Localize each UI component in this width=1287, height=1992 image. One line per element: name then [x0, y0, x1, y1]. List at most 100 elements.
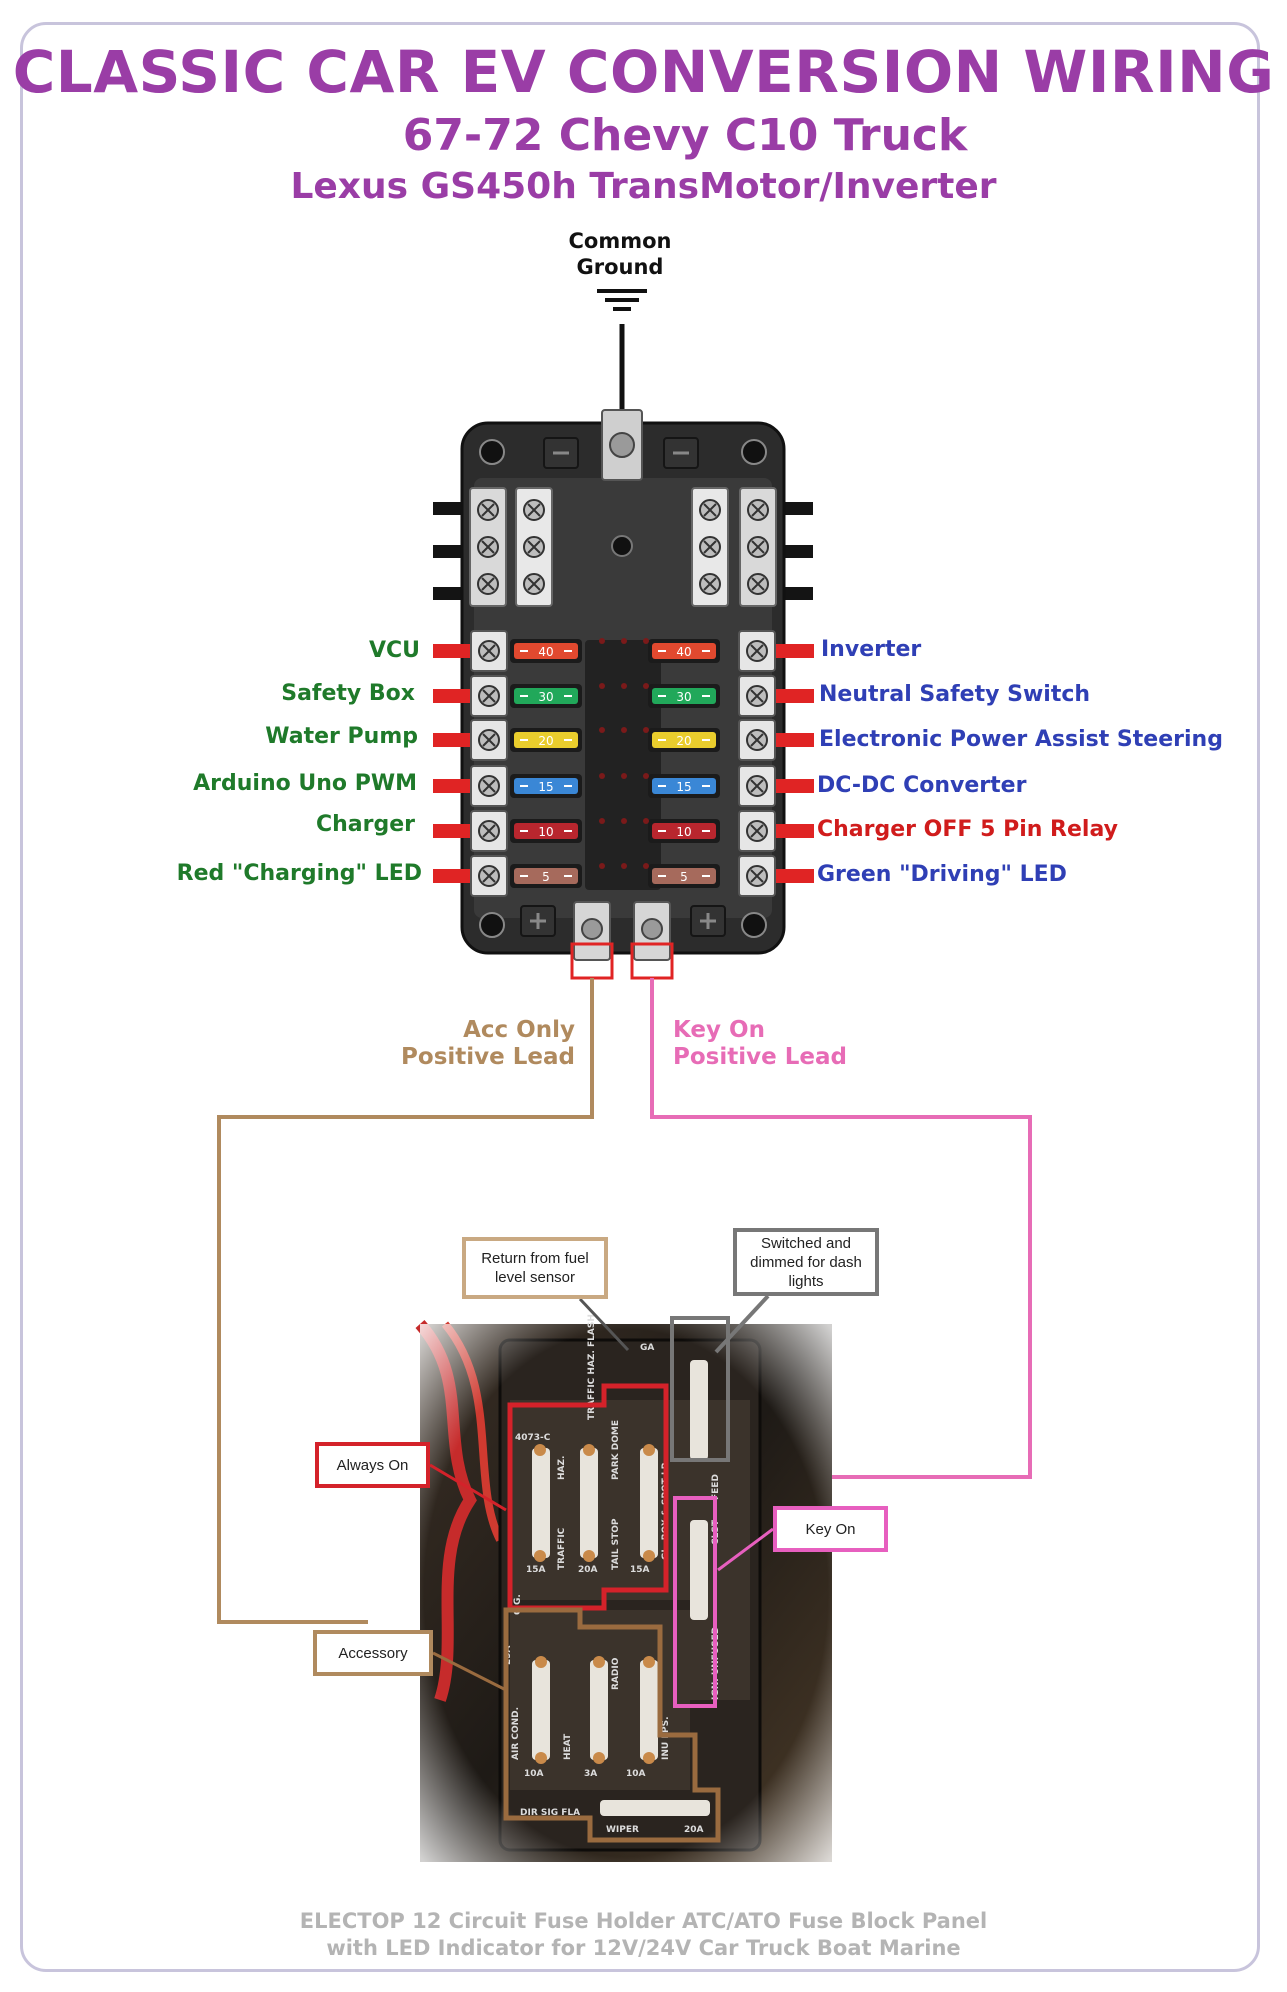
common-ground-label: Common Ground	[540, 228, 700, 280]
led-indicator	[643, 727, 649, 733]
left-label-vcu: VCU	[368, 638, 420, 663]
left-fuse-10: 10	[510, 819, 582, 843]
left-terminal-screw-1	[478, 685, 500, 707]
left-fuse-label: 10	[538, 825, 553, 839]
right-fuse-10: 10	[648, 819, 720, 843]
footer-line-2: with LED Indicator for 12V/24V Car Truck…	[326, 1936, 961, 1960]
right-label-neutral-safety: Neutral Safety Switch	[819, 682, 1091, 707]
photo-label-traffic: TRAFFIC	[557, 1527, 567, 1570]
left-label-water-pump: Water Pump	[265, 724, 418, 749]
right-label-inverter: Inverter	[821, 637, 922, 662]
right-fuse-label: 5	[680, 870, 688, 884]
photo-label-heat: HEAT	[563, 1733, 573, 1760]
led-indicator	[643, 773, 649, 779]
photo-label-4073c: 4073-C	[515, 1433, 551, 1443]
photo-label-15a-2: 15A	[630, 1565, 650, 1575]
left-fuse-40: 40	[510, 639, 582, 663]
page-frame	[20, 22, 1260, 1972]
right-fuse-label: 15	[676, 780, 691, 794]
left-label-charger: Charger	[315, 812, 415, 837]
ground-label-line-2: Ground	[576, 255, 664, 279]
led-indicator	[621, 638, 627, 644]
bus-screw-right-inner-1	[699, 536, 721, 558]
left-fuse-30: 30	[510, 684, 582, 708]
photo-label-cig: CIG.	[513, 1594, 523, 1615]
photo-label-inu-lps: INU LPS.	[661, 1716, 671, 1760]
acc-wire	[217, 978, 594, 1624]
left-terminal-screw-0	[478, 640, 500, 662]
right-terminal-screw-3	[746, 775, 768, 797]
right-fuse-label: 30	[676, 690, 691, 704]
led-indicator	[599, 773, 605, 779]
led-indicator	[621, 863, 627, 869]
circuit-rows: 40 40 30 30 20 20 15 15 10 10 5 5	[433, 630, 814, 897]
key-on-pointer	[717, 1527, 774, 1572]
photo-label-park-dome: PARK DOME	[611, 1420, 621, 1480]
left-terminal-screw-4	[478, 820, 500, 842]
right-label-dcdc: DC-DC Converter	[817, 773, 1027, 798]
left-terminal-screw-2	[478, 729, 500, 751]
right-fuse-label: 40	[676, 645, 691, 659]
right-terminal-tab	[774, 733, 814, 747]
right-terminal-screw-1	[746, 685, 768, 707]
left-fuse-label: 15	[538, 780, 553, 794]
left-fuse-label: 30	[538, 690, 553, 704]
left-terminal-screw-5	[478, 865, 500, 887]
photo-label-dir-sig: DIR SIG FLA	[520, 1808, 580, 1818]
bus-screw-right-1	[747, 536, 769, 558]
right-terminal-tab	[774, 779, 814, 793]
photo-label-radio: RADIO	[611, 1657, 621, 1690]
key-lead-line-1: Key On	[673, 1017, 765, 1043]
acc-lead-line-1: Acc Only	[463, 1017, 575, 1043]
bus-screws	[477, 499, 769, 595]
led-indicator	[621, 818, 627, 824]
callout-always-on: Always On	[315, 1442, 430, 1488]
led-indicator	[621, 683, 627, 689]
switched-pointer	[714, 1294, 770, 1354]
bus-screw-left-1	[477, 536, 499, 558]
photo-label-20a: 20A	[578, 1565, 598, 1575]
right-terminal-screw-4	[746, 820, 768, 842]
right-terminal-tab	[774, 869, 814, 883]
left-fuse-5: 5	[510, 864, 582, 888]
led-indicator	[599, 638, 605, 644]
bus-screw-right-inner-0	[699, 499, 721, 521]
page-title: CLASSIC CAR EV CONVERSION WIRING	[12, 38, 1275, 106]
key-lead-line-2: Positive Lead	[673, 1044, 847, 1070]
left-terminal-screw-3	[478, 775, 500, 797]
bus-screw-left-inner-0	[523, 499, 545, 521]
acc-lead-line-2: Positive Lead	[401, 1044, 575, 1070]
left-fuse-20: 20	[510, 728, 582, 752]
photo-label-3a: 3A	[584, 1769, 597, 1779]
photo-label-10a-1: 10A	[524, 1769, 544, 1779]
right-fuse-5: 5	[648, 864, 720, 888]
left-terminal-tab	[433, 779, 473, 793]
right-label-green-led: Green "Driving" LED	[817, 862, 1067, 887]
photo-label-feed: FEED	[711, 1474, 721, 1500]
left-fuse-label: 40	[538, 645, 553, 659]
led-indicator	[643, 683, 649, 689]
right-fuse-30: 30	[648, 684, 720, 708]
right-label-charger-relay: Charger OFF 5 Pin Relay	[817, 817, 1118, 842]
photo-label-haz: HAZ.	[557, 1456, 567, 1480]
ground-symbol-icon	[597, 289, 647, 410]
left-label-red-led: Red "Charging" LED	[176, 861, 422, 886]
callout-key-on: Key On	[773, 1506, 888, 1552]
led-indicator	[599, 818, 605, 824]
photo-label-traffic-haz: TRAFFIC HAZ. FLASH	[587, 1314, 597, 1420]
bus-screw-left-inner-1	[523, 536, 545, 558]
key-on-outline	[673, 1496, 717, 1708]
left-fuse-label: 20	[538, 734, 553, 748]
right-fuse-label: 20	[676, 734, 691, 748]
always-on-outline	[507, 1383, 669, 1611]
page-subtitle-2: Lexus GS450h TransMotor/Inverter	[290, 166, 997, 207]
left-terminal-tab	[433, 689, 473, 703]
right-fuse-15: 15	[648, 774, 720, 798]
page-subtitle: 67-72 Chevy C10 Truck	[402, 110, 968, 161]
right-terminal-screw-5	[746, 865, 768, 887]
led-indicator	[643, 818, 649, 824]
key-lead-label: Key On Positive Lead	[673, 1017, 847, 1071]
led-indicator	[599, 863, 605, 869]
bus-screw-left-2	[477, 573, 499, 595]
led-indicator	[621, 773, 627, 779]
